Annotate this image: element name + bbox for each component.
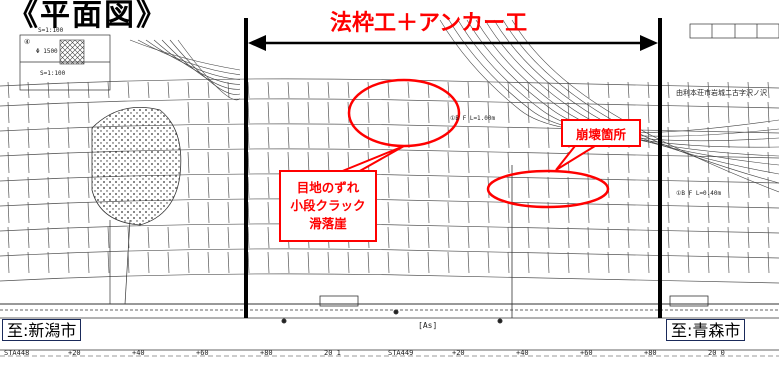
station-label: STA448 (4, 349, 29, 357)
frame-label-1: ①B F L=1.00m (450, 115, 496, 122)
damage-callout-line-3: 滑落崖 (309, 216, 347, 231)
damage-area-ellipse (347, 78, 461, 148)
collapse-callout-box: 崩壊箇所 (561, 119, 641, 147)
station-label: +40 (132, 349, 145, 357)
station-label: +20 (68, 349, 81, 357)
damage-callout-box: 目地のずれ 小段クラック 滑落崖 (279, 170, 377, 242)
road-band (0, 165, 779, 357)
contour-lines (129, 19, 779, 193)
collapse-callout-label: 崩壊箇所 (575, 126, 626, 142)
scale-label-2: S=1:100 (40, 70, 66, 77)
station-label: 20 0 (708, 349, 725, 357)
damage-callout-pointer (339, 145, 405, 173)
scale-box-left (19, 34, 111, 91)
station-labels: STA448 +20 +40 +60 +80 20 1 STA449 +20 +40 +60 +80… (4, 349, 725, 357)
station-label: +60 (196, 349, 209, 357)
collapse-callout-pointer (555, 145, 599, 171)
road-label: [As] (418, 321, 437, 330)
scale-label-1: S=1:100 (38, 27, 64, 34)
dotted-fill-area (59, 39, 182, 226)
damage-callout-line-1: 目地のずれ (296, 180, 360, 195)
station-label: +80 (644, 349, 657, 357)
station-label: 20 1 (324, 349, 341, 357)
plan-view-heading: 《平面図》 (8, 0, 168, 33)
ref-label-1: ④ (24, 38, 30, 46)
collapse-area-ellipse (486, 169, 610, 209)
station-label: +20 (452, 349, 465, 357)
extent-arrow (248, 35, 658, 51)
address-label: 由利本荘市岩城二古字沢ノ沢 (676, 88, 767, 97)
direction-niigata: 至:新潟市 (2, 319, 82, 341)
station-label: +60 (580, 349, 593, 357)
direction-aomori: 至:青森市 (666, 319, 746, 341)
construction-method-title: 法枠工＋アンカー工 (330, 11, 528, 36)
ref-label-2: Φ 1500 (36, 48, 58, 55)
scale-box-right (689, 23, 779, 39)
damage-callout-line-2: 小段クラック (290, 198, 366, 213)
station-label: +80 (260, 349, 273, 357)
station-label: STA449 (388, 349, 413, 357)
frame-label-2: ①B F L=0.40m (676, 190, 722, 197)
station-label: +40 (516, 349, 529, 357)
